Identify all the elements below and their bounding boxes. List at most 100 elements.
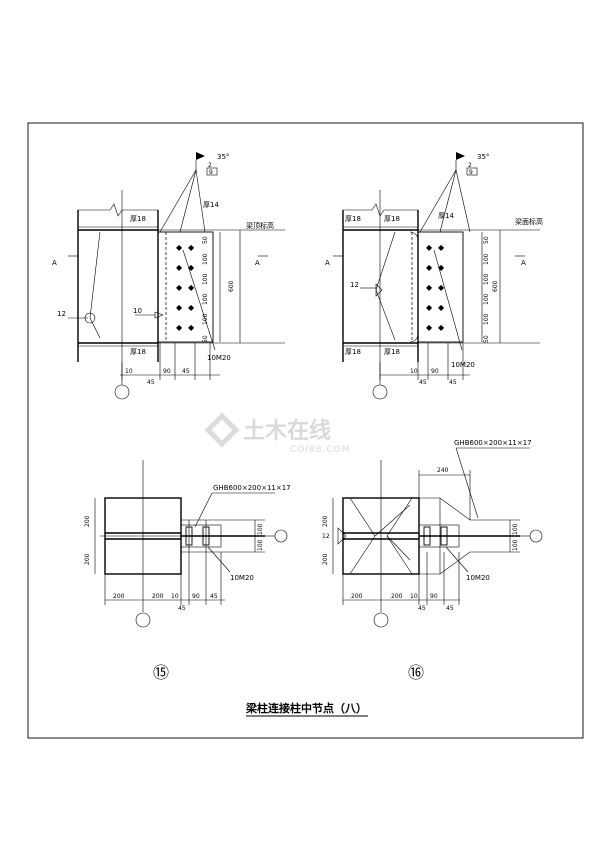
svg-text:45: 45: [178, 605, 186, 612]
svg-text:100: 100: [202, 253, 209, 265]
svg-text:100: 100: [483, 313, 490, 325]
svg-text:200: 200: [322, 553, 329, 565]
svg-text:45: 45: [210, 593, 218, 600]
svg-text:◆: ◆: [188, 323, 195, 332]
svg-text:COI88.COM: COI88.COM: [290, 445, 350, 455]
watermark: 土木在线 COI88.COM: [204, 412, 350, 455]
svg-text:35°: 35°: [477, 153, 489, 161]
svg-text:200: 200: [84, 515, 91, 527]
drawing-title: 梁柱连接柱中节点（八）: [245, 701, 367, 715]
svg-text:◆: ◆: [438, 243, 445, 252]
svg-text:45: 45: [147, 379, 155, 386]
svg-text:厚18: 厚18: [384, 348, 400, 356]
svg-text:厚14: 厚14: [438, 212, 454, 220]
svg-text:100: 100: [257, 523, 264, 535]
detail-top-right: ◆◆ ◆◆ ◆◆ ◆◆ ◆◆: [333, 152, 540, 400]
svg-text:50: 50: [483, 236, 490, 244]
svg-text:10: 10: [171, 593, 179, 600]
svg-text:GHB600×200×11×17: GHB600×200×11×17: [454, 439, 532, 447]
svg-text:12: 12: [57, 310, 66, 318]
svg-text:厚18: 厚18: [345, 215, 361, 223]
svg-text:梁面标高: 梁面标高: [515, 217, 543, 226]
svg-text:土木在线: 土木在线: [243, 418, 331, 444]
svg-text:A: A: [255, 259, 260, 267]
axis-bubble-br: [373, 612, 389, 628]
detail-label-15: ⑮: [153, 663, 169, 682]
svg-text:10: 10: [125, 368, 133, 375]
svg-text:◆: ◆: [438, 303, 445, 312]
svg-text:10M20: 10M20: [466, 574, 490, 582]
svg-text:100: 100: [512, 523, 519, 535]
svg-text:45: 45: [446, 605, 454, 612]
detail-top-left-text: 35° 2 9 厚18 厚14 梁顶标高 A A 12 10 厚18 10M20…: [52, 153, 274, 386]
svg-text:45: 45: [449, 379, 457, 386]
axis-bubble-bl: [135, 612, 151, 628]
svg-text:600: 600: [228, 280, 235, 292]
svg-text:◆: ◆: [176, 243, 183, 252]
detail-bottom-right: [332, 447, 543, 628]
detail-top-left: ◆◆ ◆◆ ◆◆ ◆◆ ◆◆: [68, 152, 285, 400]
svg-text:◆: ◆: [426, 323, 433, 332]
svg-text:10M20: 10M20: [207, 354, 231, 362]
svg-text:90: 90: [430, 593, 438, 600]
svg-text:10: 10: [133, 307, 142, 315]
bolt-group-tl: ◆◆ ◆◆ ◆◆ ◆◆ ◆◆: [176, 243, 195, 332]
detail-bottom-right-text: GHB600×200×11×17 240 200 200 12 100 100 …: [322, 439, 532, 612]
svg-text:9: 9: [469, 169, 473, 176]
axis-bubble-tr: [372, 384, 388, 400]
detail-bottom-left-text: GHB600×200×11×17 200 200 100 100 10M20 2…: [84, 484, 291, 612]
svg-text:200: 200: [152, 593, 164, 600]
svg-text:100: 100: [483, 273, 490, 285]
svg-text:12: 12: [350, 281, 359, 289]
svg-text:厚18: 厚18: [384, 215, 400, 223]
svg-text:◆: ◆: [188, 243, 195, 252]
svg-text:◆: ◆: [176, 303, 183, 312]
svg-text:GHB600×200×11×17: GHB600×200×11×17: [213, 484, 291, 492]
svg-text:200: 200: [391, 593, 403, 600]
svg-text:50: 50: [202, 236, 209, 244]
svg-text:◆: ◆: [176, 283, 183, 292]
bolt-group-tr: ◆◆ ◆◆ ◆◆ ◆◆ ◆◆: [426, 243, 445, 332]
svg-text:45: 45: [182, 368, 190, 375]
svg-text:100: 100: [483, 253, 490, 265]
svg-text:A: A: [52, 259, 57, 267]
svg-text:◆: ◆: [188, 303, 195, 312]
svg-text:90: 90: [431, 368, 439, 375]
svg-text:◆: ◆: [176, 323, 183, 332]
svg-text:12: 12: [322, 533, 330, 540]
svg-text:◆: ◆: [188, 263, 195, 272]
detail-label-16: ⑯: [408, 663, 424, 682]
svg-text:600: 600: [492, 280, 499, 292]
svg-text:厚18: 厚18: [130, 215, 146, 223]
svg-text:A: A: [521, 259, 526, 267]
svg-text:厚18: 厚18: [130, 348, 146, 356]
svg-text:◆: ◆: [438, 283, 445, 292]
svg-text:◆: ◆: [438, 263, 445, 272]
svg-text:9: 9: [209, 169, 213, 176]
svg-text:10M20: 10M20: [451, 361, 475, 369]
detail-bottom-left: [94, 460, 288, 628]
detail-top-right-text: 35° 2 9 厚18 厚18 厚14 梁面标高 A A 12 厚18 厚18 …: [325, 153, 543, 386]
svg-text:◆: ◆: [176, 263, 183, 272]
svg-text:100: 100: [202, 313, 209, 325]
svg-text:10: 10: [410, 593, 418, 600]
svg-text:2: 2: [208, 162, 212, 169]
svg-text:240: 240: [437, 467, 449, 474]
svg-text:A: A: [325, 259, 330, 267]
svg-text:100: 100: [512, 539, 519, 551]
svg-text:90: 90: [163, 368, 171, 375]
svg-text:50: 50: [483, 335, 490, 343]
svg-text:10M20: 10M20: [230, 574, 254, 582]
svg-text:◆: ◆: [438, 323, 445, 332]
svg-text:2: 2: [468, 162, 472, 169]
svg-text:100: 100: [202, 293, 209, 305]
svg-text:200: 200: [113, 593, 125, 600]
svg-text:45: 45: [419, 379, 427, 386]
svg-text:100: 100: [483, 293, 490, 305]
svg-text:45: 45: [418, 605, 426, 612]
svg-text:35°: 35°: [217, 153, 229, 161]
svg-text:10: 10: [410, 368, 418, 375]
svg-text:厚14: 厚14: [203, 201, 219, 209]
svg-text:200: 200: [322, 515, 329, 527]
